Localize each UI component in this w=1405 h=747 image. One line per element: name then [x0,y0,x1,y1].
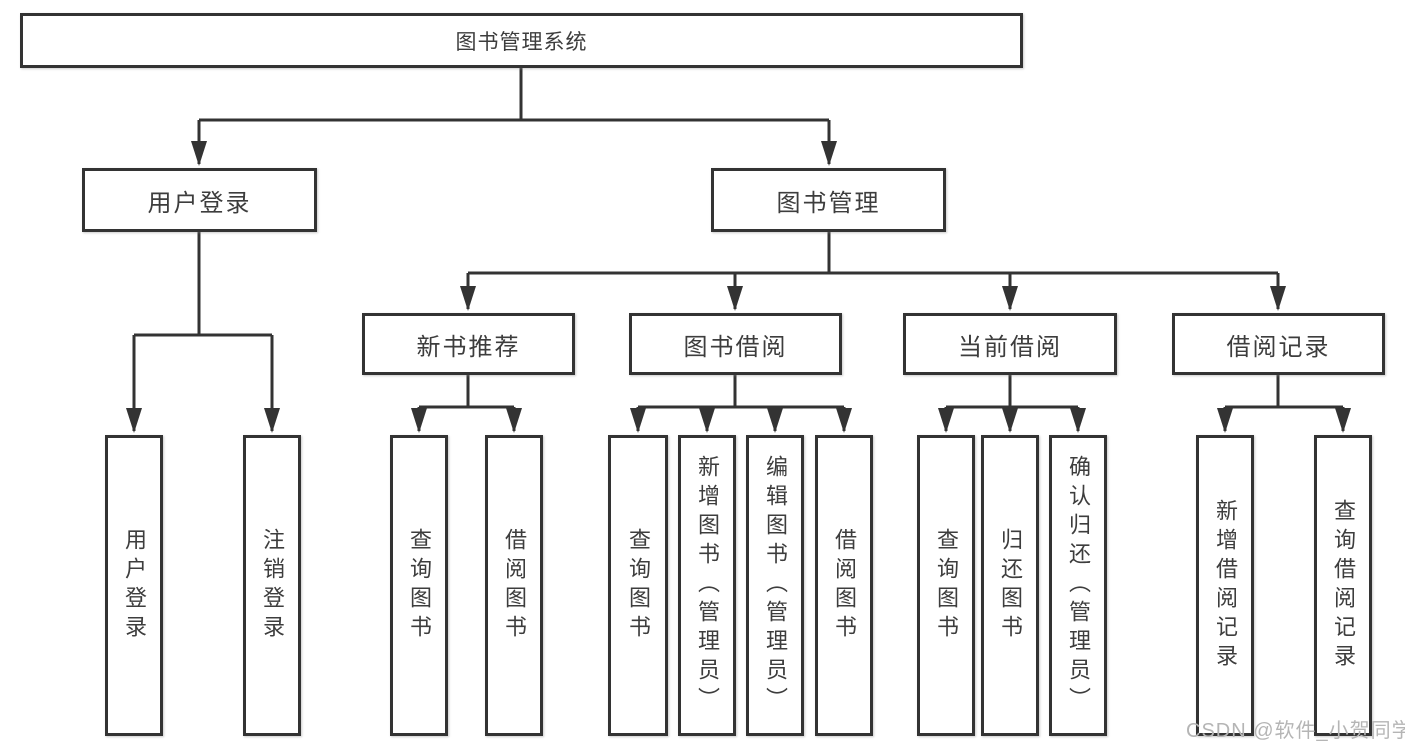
node-label: 查询图书 [407,527,432,644]
watermark-text: CSDN @软件_小贺同学 [1186,720,1405,742]
node-current-borrowing: 当前借阅 [903,313,1117,375]
connector-newbooks-to-leaves [417,375,516,431]
node-label: 归还图书 [998,527,1023,644]
leaf-return-books: 归还图书 [981,435,1039,736]
leaf-query-borrow-record: 查询借阅记录 [1314,435,1372,736]
node-label: 新增图书（管理员） [695,455,720,716]
leaf-user-login: 用户登录 [105,435,163,736]
connector-records-to-leaves [1223,375,1345,431]
leaf-add-borrow-record: 新增借阅记录 [1196,435,1254,736]
node-label: 借阅图书 [832,527,857,644]
node-label: 用户登录 [122,527,147,644]
connector-root-to-level2 [197,68,831,164]
node-label: 图书借阅 [683,333,788,361]
node-label: 查询图书 [934,527,959,644]
node-label: 查询图书 [626,527,651,644]
connector-userlogin-to-leaves [132,232,274,431]
connector-bookmgmt-to-level3 [466,232,1280,309]
leaf-query-books-recommend: 查询图书 [390,435,448,736]
leaf-borrow-books-borrowing: 借阅图书 [815,435,873,736]
node-label: 新书推荐 [416,333,521,361]
node-label: 借阅图书 [502,527,527,644]
node-label: 当前借阅 [958,333,1062,361]
leaf-borrow-books-recommend: 借阅图书 [485,435,543,736]
leaf-query-books-current: 查询图书 [917,435,975,736]
node-label: 用户登录 [147,189,252,217]
node-label: 借阅记录 [1226,333,1331,361]
node-root: 图书管理系统 [20,13,1023,68]
leaf-logout: 注销登录 [243,435,301,736]
node-new-book-recommend: 新书推荐 [362,313,575,375]
leaf-confirm-return-admin: 确认归还（管理员） [1049,435,1107,736]
leaf-add-books-admin: 新增图书（管理员） [678,435,736,736]
node-label: 图书管理系统 [455,30,588,54]
node-label: 确认归还（管理员） [1066,455,1091,716]
node-book-management: 图书管理 [711,168,946,232]
node-label: 编辑图书（管理员） [763,455,788,716]
node-label: 图书管理 [776,189,881,217]
node-book-borrowing: 图书借阅 [629,313,842,375]
arrowheads [126,141,1351,433]
leaf-query-books-borrowing: 查询图书 [608,435,668,736]
node-label: 注销登录 [260,527,285,644]
node-label: 查询借阅记录 [1331,498,1356,673]
node-borrowing-records: 借阅记录 [1172,313,1385,375]
leaf-edit-books-admin: 编辑图书（管理员） [746,435,804,736]
node-label: 新增借阅记录 [1213,498,1238,673]
connector-borrowing-to-leaves [636,375,846,431]
node-user-login: 用户登录 [82,168,317,232]
